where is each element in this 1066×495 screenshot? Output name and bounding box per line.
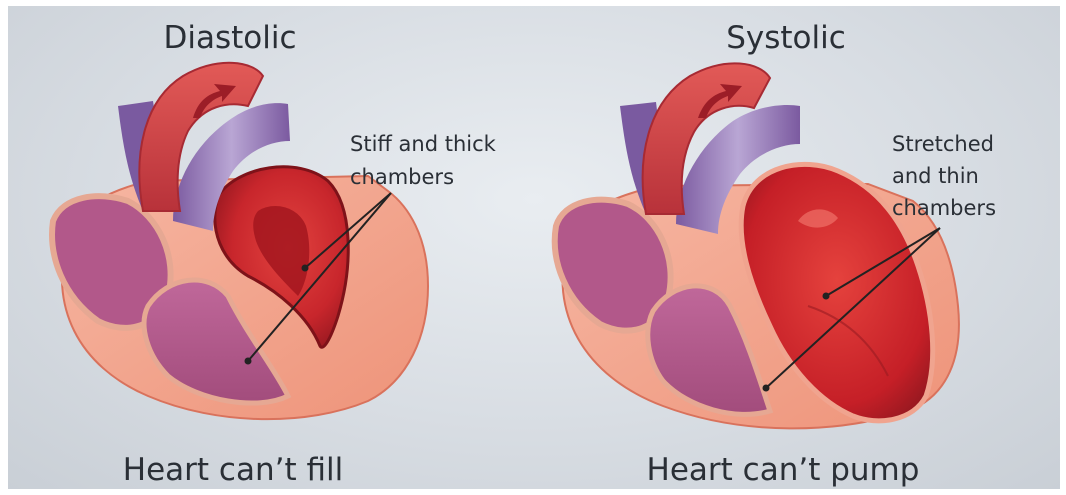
diastolic-annotation-line-1: Stiff and thick: [350, 132, 497, 156]
illustration-canvas: Diastolic Systolic Stiff and thick chamb…: [8, 6, 1060, 489]
heart-illustration: Diastolic Systolic Stiff and thick chamb…: [8, 6, 1060, 489]
diastolic-heart: [52, 63, 428, 419]
systolic-pointer-dot-2: [763, 385, 770, 392]
systolic-title: Systolic: [726, 20, 846, 56]
diastolic-pointer-dot-1: [302, 265, 309, 272]
systolic-annotation-line-3: chambers: [892, 196, 996, 220]
systolic-pointer-dot-1: [823, 293, 830, 300]
systolic-caption: Heart can’t pump: [647, 452, 920, 488]
systolic-annotation-line-1: Stretched: [892, 132, 994, 156]
diastolic-title: Diastolic: [163, 20, 296, 56]
diastolic-pointer-dot-2: [245, 358, 252, 365]
systolic-annotation-line-2: and thin: [892, 164, 979, 188]
systolic-heart: [555, 63, 959, 428]
diastolic-caption: Heart can’t fill: [123, 452, 343, 488]
diastolic-annotation-line-2: chambers: [350, 165, 454, 189]
